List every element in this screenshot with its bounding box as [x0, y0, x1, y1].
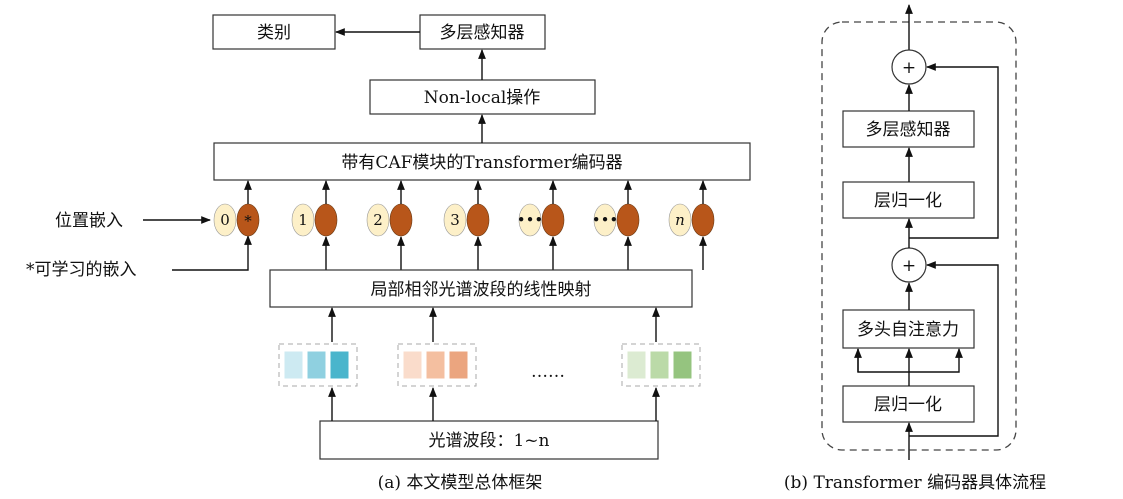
- token-dark-2: [389, 203, 413, 237]
- encoder-dashed-frame: [821, 21, 1017, 451]
- band-group-3-band-2: [649, 350, 670, 380]
- layernorm-label-bottom: 层归一化: [874, 395, 942, 415]
- mlp-box: [419, 14, 546, 50]
- token-dark-4: [541, 203, 565, 237]
- band-group-3-band-1: [626, 350, 647, 380]
- layernorm-box-bottom: [842, 385, 975, 423]
- token-dark-5: [616, 203, 640, 237]
- band-arrows: [328, 307, 660, 421]
- token-label-3: 3: [450, 211, 460, 229]
- spectral-bands-box: [319, 420, 659, 460]
- attention-label: 多头自注意力: [857, 320, 959, 340]
- caption-b: (b) Transformer 编码器具体流程: [784, 473, 1046, 493]
- token-dark-6: [691, 203, 715, 237]
- encoder-box: [213, 142, 751, 181]
- token-label-4: •••: [517, 211, 544, 229]
- band-ellipsis: ……: [531, 362, 565, 382]
- band-group-1-band-1: [283, 350, 304, 380]
- projection-label: 局部相邻光谱波段的线性映射: [371, 280, 592, 300]
- residual-connection-bottom: [909, 261, 999, 437]
- layernorm-box-top: [842, 181, 975, 219]
- cls-token-star: *: [244, 212, 252, 230]
- layernorm-label-top: 层归一化: [874, 191, 942, 211]
- qkv-split-line: [857, 349, 910, 386]
- band-group-3-band-3: [672, 350, 693, 380]
- transformer-encoder-flow: + 多层感知器 层归一化 + 多头自注意力 层归一化 (b) Transform…: [784, 4, 1046, 493]
- token-light-6: [668, 203, 692, 237]
- band-group-1-frame: [278, 343, 358, 387]
- band-groups: [278, 343, 701, 387]
- learnable-embedding-label: *可学习的嵌入: [26, 260, 137, 280]
- class-label: 类别: [257, 23, 291, 43]
- token-label-1: 1: [298, 211, 308, 229]
- attention-box: [842, 309, 975, 349]
- spectral-bands-label: 光谱波段：1~n: [428, 431, 549, 451]
- token-dark-3: [466, 203, 490, 237]
- residual-connection-top: [909, 63, 999, 239]
- token-dark-1: [314, 203, 338, 237]
- band-group-2-band-3: [448, 350, 469, 380]
- band-group-2-band-1: [402, 350, 423, 380]
- band-group-2-band-2: [425, 350, 446, 380]
- band-group-2-frame: [397, 343, 477, 387]
- token-light-5: [593, 203, 617, 237]
- add-circle-top: [891, 49, 927, 85]
- nonlocal-label: Non-local操作: [424, 88, 541, 108]
- token-label-6: n: [675, 211, 685, 229]
- band-group-1-band-3: [329, 350, 350, 380]
- token-light-2: [366, 203, 390, 237]
- token-light-1: [291, 203, 315, 237]
- caption-a: (a) 本文模型总体框架: [378, 473, 543, 493]
- mlp-label-right: 多层感知器: [866, 120, 951, 140]
- add-symbol-top: +: [902, 58, 916, 78]
- add-symbol-middle: +: [902, 256, 916, 276]
- token-light-3: [443, 203, 467, 237]
- projection-box: [269, 269, 693, 308]
- mlp-label: 多层感知器: [440, 23, 525, 43]
- token-light-0: [213, 203, 237, 237]
- band-group-3-frame: [621, 343, 701, 387]
- token-label-2: 2: [373, 211, 383, 229]
- arrow-learnable-embedding: [172, 235, 252, 271]
- position-embedding-label: 位置嵌入: [55, 211, 123, 231]
- token-label-0: 0: [220, 211, 230, 229]
- encoder-label: 带有CAF模块的Transformer编码器: [341, 153, 622, 173]
- band-group-1-band-2: [306, 350, 327, 380]
- token-sequence: 0 1 2 3 ••• ••• n *: [213, 180, 715, 270]
- token-label-5: •••: [592, 211, 619, 229]
- class-box: [212, 14, 336, 50]
- token-light-4: [518, 203, 542, 237]
- arrow-value: [909, 348, 963, 373]
- overall-framework: 类别 多层感知器 Non-local操作 带有CAF模块的Transformer…: [26, 14, 751, 493]
